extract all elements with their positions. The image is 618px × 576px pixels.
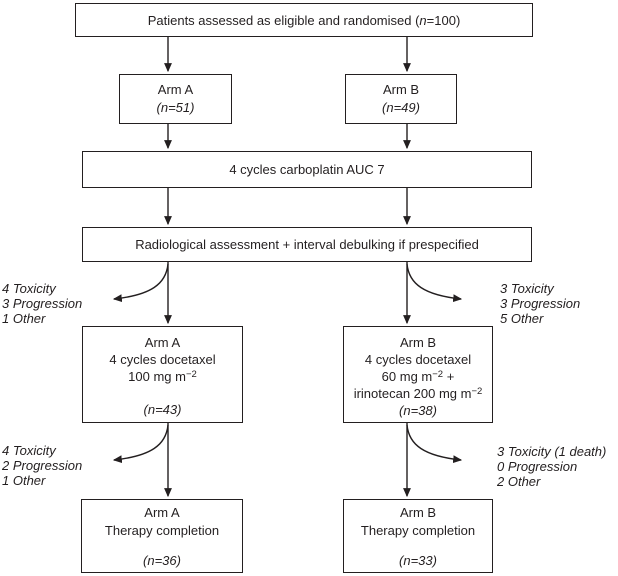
eligible-text: Patients assessed as eligible and random…	[147, 12, 461, 28]
exit-label-docetaxel-left: 4 Toxicity 2 Progression 1 Other	[2, 443, 82, 488]
box-arm-a-therapy-completion: Arm A Therapy completion (n=36)	[81, 499, 243, 573]
arrow-exit-docetaxel-left	[112, 424, 169, 464]
dose-superscript: −2	[432, 369, 444, 380]
arm-b-completion-text: Therapy completion	[360, 523, 476, 538]
dose-superscript: −2	[471, 386, 483, 397]
exit-line: 2 Other	[497, 474, 541, 489]
arm-b-docetaxel-n: (n=38)	[399, 403, 437, 418]
dose-superscript: −2	[185, 369, 197, 380]
arm-b-title: Arm B	[382, 82, 420, 97]
arrow-exit-radiology-right	[406, 263, 463, 303]
arm-b-docetaxel-dose-1: 60 mg m−2 +	[381, 369, 455, 384]
arm-a-docetaxel-title: Arm A	[144, 335, 181, 350]
exit-label-radiology-left: 4 Toxicity 3 Progression 1 Other	[2, 281, 82, 326]
arm-a-completion-n: (n=36)	[143, 553, 181, 568]
arm-a-n: (n=51)	[156, 100, 195, 115]
arm-a-docetaxel-cycles: 4 cycles docetaxel	[109, 352, 216, 367]
arm-b-docetaxel-title: Arm B	[399, 335, 437, 350]
exit-line: 3 Toxicity	[500, 281, 554, 296]
arm-a-completion-text: Therapy completion	[104, 523, 220, 538]
radiological-text: Radiological assessment + interval debul…	[135, 237, 479, 252]
exit-label-radiology-right: 3 Toxicity 3 Progression 5 Other	[500, 281, 580, 326]
carboplatin-text: 4 cycles carboplatin AUC 7	[229, 162, 385, 177]
arm-a-docetaxel-n: (n=43)	[143, 402, 182, 417]
box-carboplatin: 4 cycles carboplatin AUC 7	[82, 151, 532, 188]
box-arm-a: Arm A (n=51)	[119, 74, 232, 124]
arm-a-docetaxel-dose: 100 mg m−2	[128, 369, 197, 384]
box-arm-b-docetaxel: Arm B 4 cycles docetaxel 60 mg m−2 + iri…	[343, 326, 493, 423]
arm-b-docetaxel-cycles: 4 cycles docetaxel	[364, 352, 472, 367]
exit-line: 3 Toxicity (1 death)	[497, 444, 607, 459]
exit-line: 4 Toxicity	[2, 281, 56, 296]
box-arm-b-therapy-completion: Arm B Therapy completion (n=33)	[343, 499, 493, 573]
arm-b-completion-n: (n=33)	[399, 553, 437, 568]
box-arm-a-docetaxel: Arm A 4 cycles docetaxel 100 mg m−2 (n=4…	[82, 326, 243, 423]
box-radiological-assessment: Radiological assessment + interval debul…	[82, 227, 532, 262]
box-eligible-randomised: Patients assessed as eligible and random…	[75, 3, 533, 37]
exit-line: 4 Toxicity	[2, 443, 56, 458]
arm-a-completion-title: Arm A	[144, 505, 180, 520]
exit-line: 2 Progression	[2, 458, 83, 473]
arrow-exit-docetaxel-right	[406, 424, 463, 464]
arrow-exit-radiology-left	[112, 263, 169, 303]
arm-b-docetaxel-dose-2: irinotecan 200 mg m−2	[353, 386, 483, 401]
arm-b-completion-title: Arm B	[399, 505, 437, 520]
exit-line: 5 Other	[500, 311, 544, 326]
n-symbol: n	[419, 12, 427, 28]
exit-line: 3 Progression	[2, 296, 83, 311]
exit-line: 1 Other	[2, 311, 46, 326]
exit-line: 3 Progression	[500, 296, 581, 311]
exit-label-docetaxel-right: 3 Toxicity (1 death) 0 Progression 2 Oth…	[497, 444, 606, 489]
exit-line: 0 Progression	[497, 459, 578, 474]
arm-b-n: (n=49)	[382, 100, 420, 115]
box-arm-b: Arm B (n=49)	[345, 74, 457, 124]
arm-a-title: Arm A	[157, 82, 194, 97]
exit-line: 1 Other	[2, 473, 46, 488]
